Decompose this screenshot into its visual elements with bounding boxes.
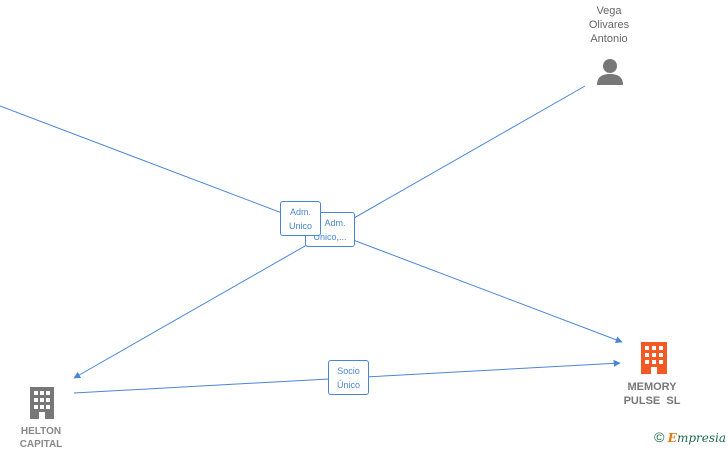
person-icon[interactable] [597, 59, 623, 85]
empresia-logo[interactable]: © Empresia [654, 429, 726, 445]
person-name-line-3: Antonio [590, 33, 628, 45]
node-label-helton-capital[interactable]: HELTON CAPITAL [4, 425, 78, 451]
adm1-line-2: Unico [288, 221, 312, 231]
adm1-line-1: Adm. [289, 207, 311, 217]
copyright-symbol: © [654, 429, 665, 445]
memory-name-line-2: PULSE SL [623, 395, 681, 407]
edge-label-socio-unico[interactable]: Socio Único [328, 360, 369, 395]
socio-line-2: Único [336, 380, 360, 390]
building-icon-helton-capital[interactable] [30, 387, 54, 419]
node-label-memory-pulse[interactable]: MEMORY PULSE SL [610, 380, 694, 408]
building-icon-memory-pulse[interactable] [641, 342, 667, 374]
edge-label-adm-unico-front[interactable]: Adm. Unico [280, 201, 321, 236]
socio-line-1: Socio [337, 366, 360, 376]
adm2-line-2: Unico,... [313, 232, 347, 242]
node-label-person[interactable]: Vega Olivares Antonio [570, 4, 648, 46]
brand-initial: E [667, 431, 677, 445]
person-name-line-2: Olivares [588, 19, 630, 31]
helton-name-line-2: CAPITAL [19, 439, 63, 450]
adm2-line-1: Adm. [324, 218, 346, 228]
brand-rest: mpresia [676, 431, 726, 445]
helton-name-line-1: HELTON [20, 426, 62, 437]
memory-name-line-1: MEMORY [627, 381, 677, 393]
person-name-line-1: Vega [596, 5, 622, 17]
